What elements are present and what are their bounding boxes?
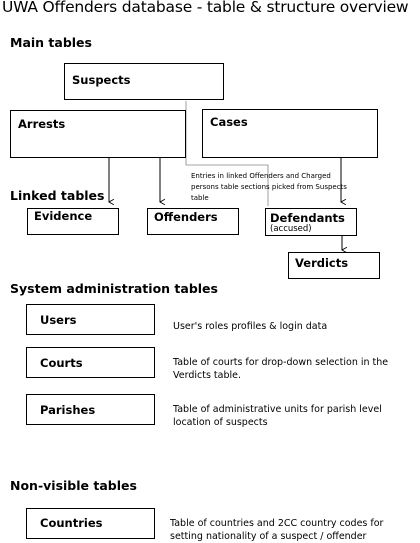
label-users: Users [40,313,77,327]
desc-countries: Table of countries and 2CC country codes… [170,518,384,542]
desc-users: User's roles profiles & login data [173,321,328,332]
box-countries [26,508,155,539]
box-defendants [265,208,357,236]
label-verdicts: Verdicts [295,256,349,270]
box-suspects [64,63,224,100]
label-offenders: Offenders [154,210,218,224]
label-suspects: Suspects [72,73,131,87]
label-evidence: Evidence [34,209,93,223]
page-title: UWA Offenders database - table & structu… [2,0,409,16]
label-defendants-sub: (accused) [270,224,312,234]
box-cases [202,109,378,158]
label-cases: Cases [210,115,248,129]
label-arrests: Arrests [18,117,66,131]
box-users [26,304,155,335]
label-countries: Countries [40,516,103,530]
desc-parishes: Table of administrative units for parish… [173,404,382,428]
box-parishes [26,394,155,425]
box-arrests [10,110,186,158]
section-nonvisible-tables: Non-visible tables [10,478,137,493]
label-parishes: Parishes [40,403,96,417]
box-evidence [27,208,119,235]
link-suspects-note [185,101,269,206]
section-main-tables: Main tables [10,35,92,50]
box-verdicts [288,252,380,279]
label-defendants: Defendants [270,211,345,225]
box-courts [26,347,155,378]
note-linked-entries: Entries in linked Offenders and Charged … [191,172,347,202]
label-courts: Courts [40,356,83,370]
section-admin-tables: System administration tables [10,281,218,296]
desc-courts: Table of courts for drop-down selection … [173,357,389,381]
box-offenders [147,208,239,235]
section-linked-tables: Linked tables [10,188,105,203]
